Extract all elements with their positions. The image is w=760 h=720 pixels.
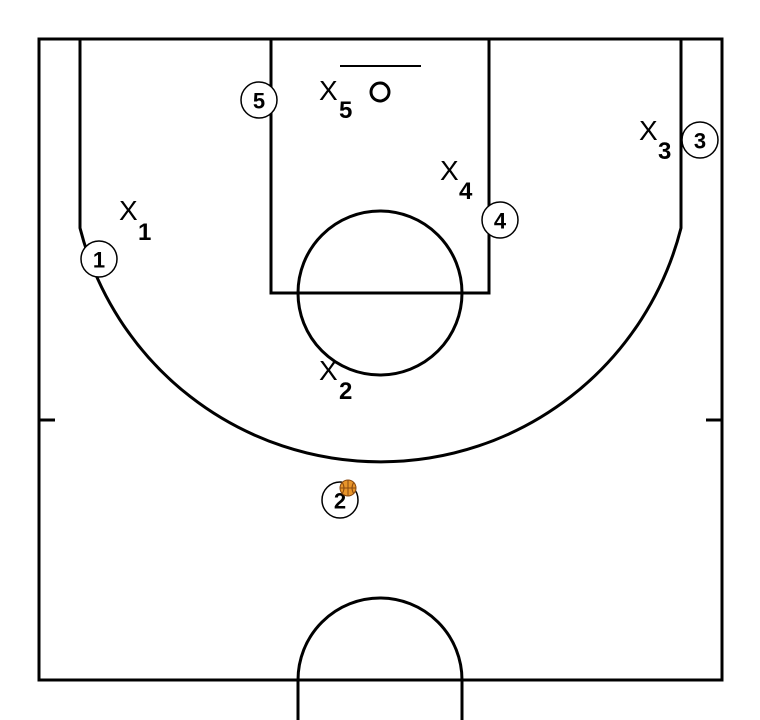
defender-letter: X: [119, 195, 138, 226]
defender-x4[interactable]: X 4: [440, 155, 473, 205]
defender-x2[interactable]: X 2: [319, 355, 352, 405]
three-point-line: [78, 39, 683, 464]
defender-number: 5: [339, 97, 352, 124]
defender-letter: X: [319, 355, 338, 386]
defender-number: 2: [339, 378, 352, 405]
player-number: 1: [93, 248, 105, 273]
defender-letter: X: [440, 155, 459, 186]
offense-player-3[interactable]: 3: [681, 121, 719, 159]
court-boundary: [37, 37, 724, 682]
offense-player-4[interactable]: 4: [481, 201, 519, 239]
offense-player-1[interactable]: 1: [80, 240, 118, 278]
defender-x1[interactable]: X 1: [119, 195, 151, 246]
defender-x3[interactable]: X 3: [639, 115, 671, 165]
defender-x5[interactable]: X 5: [319, 75, 352, 124]
defender-letter: X: [319, 75, 338, 106]
free-throw-circle: [296, 209, 464, 377]
player-number: 5: [253, 89, 265, 114]
basketball-icon[interactable]: [339, 479, 357, 497]
offense-player-5[interactable]: 5: [240, 81, 278, 119]
rim-icon: [369, 81, 391, 103]
defender-number: 4: [459, 178, 473, 205]
player-number: 3: [694, 129, 706, 154]
center-circle: [296, 596, 464, 720]
defender-number: 1: [138, 219, 151, 246]
defender-letter: X: [639, 115, 658, 146]
paint: [269, 37, 491, 295]
player-number: 4: [494, 209, 507, 234]
defender-number: 3: [658, 138, 671, 165]
